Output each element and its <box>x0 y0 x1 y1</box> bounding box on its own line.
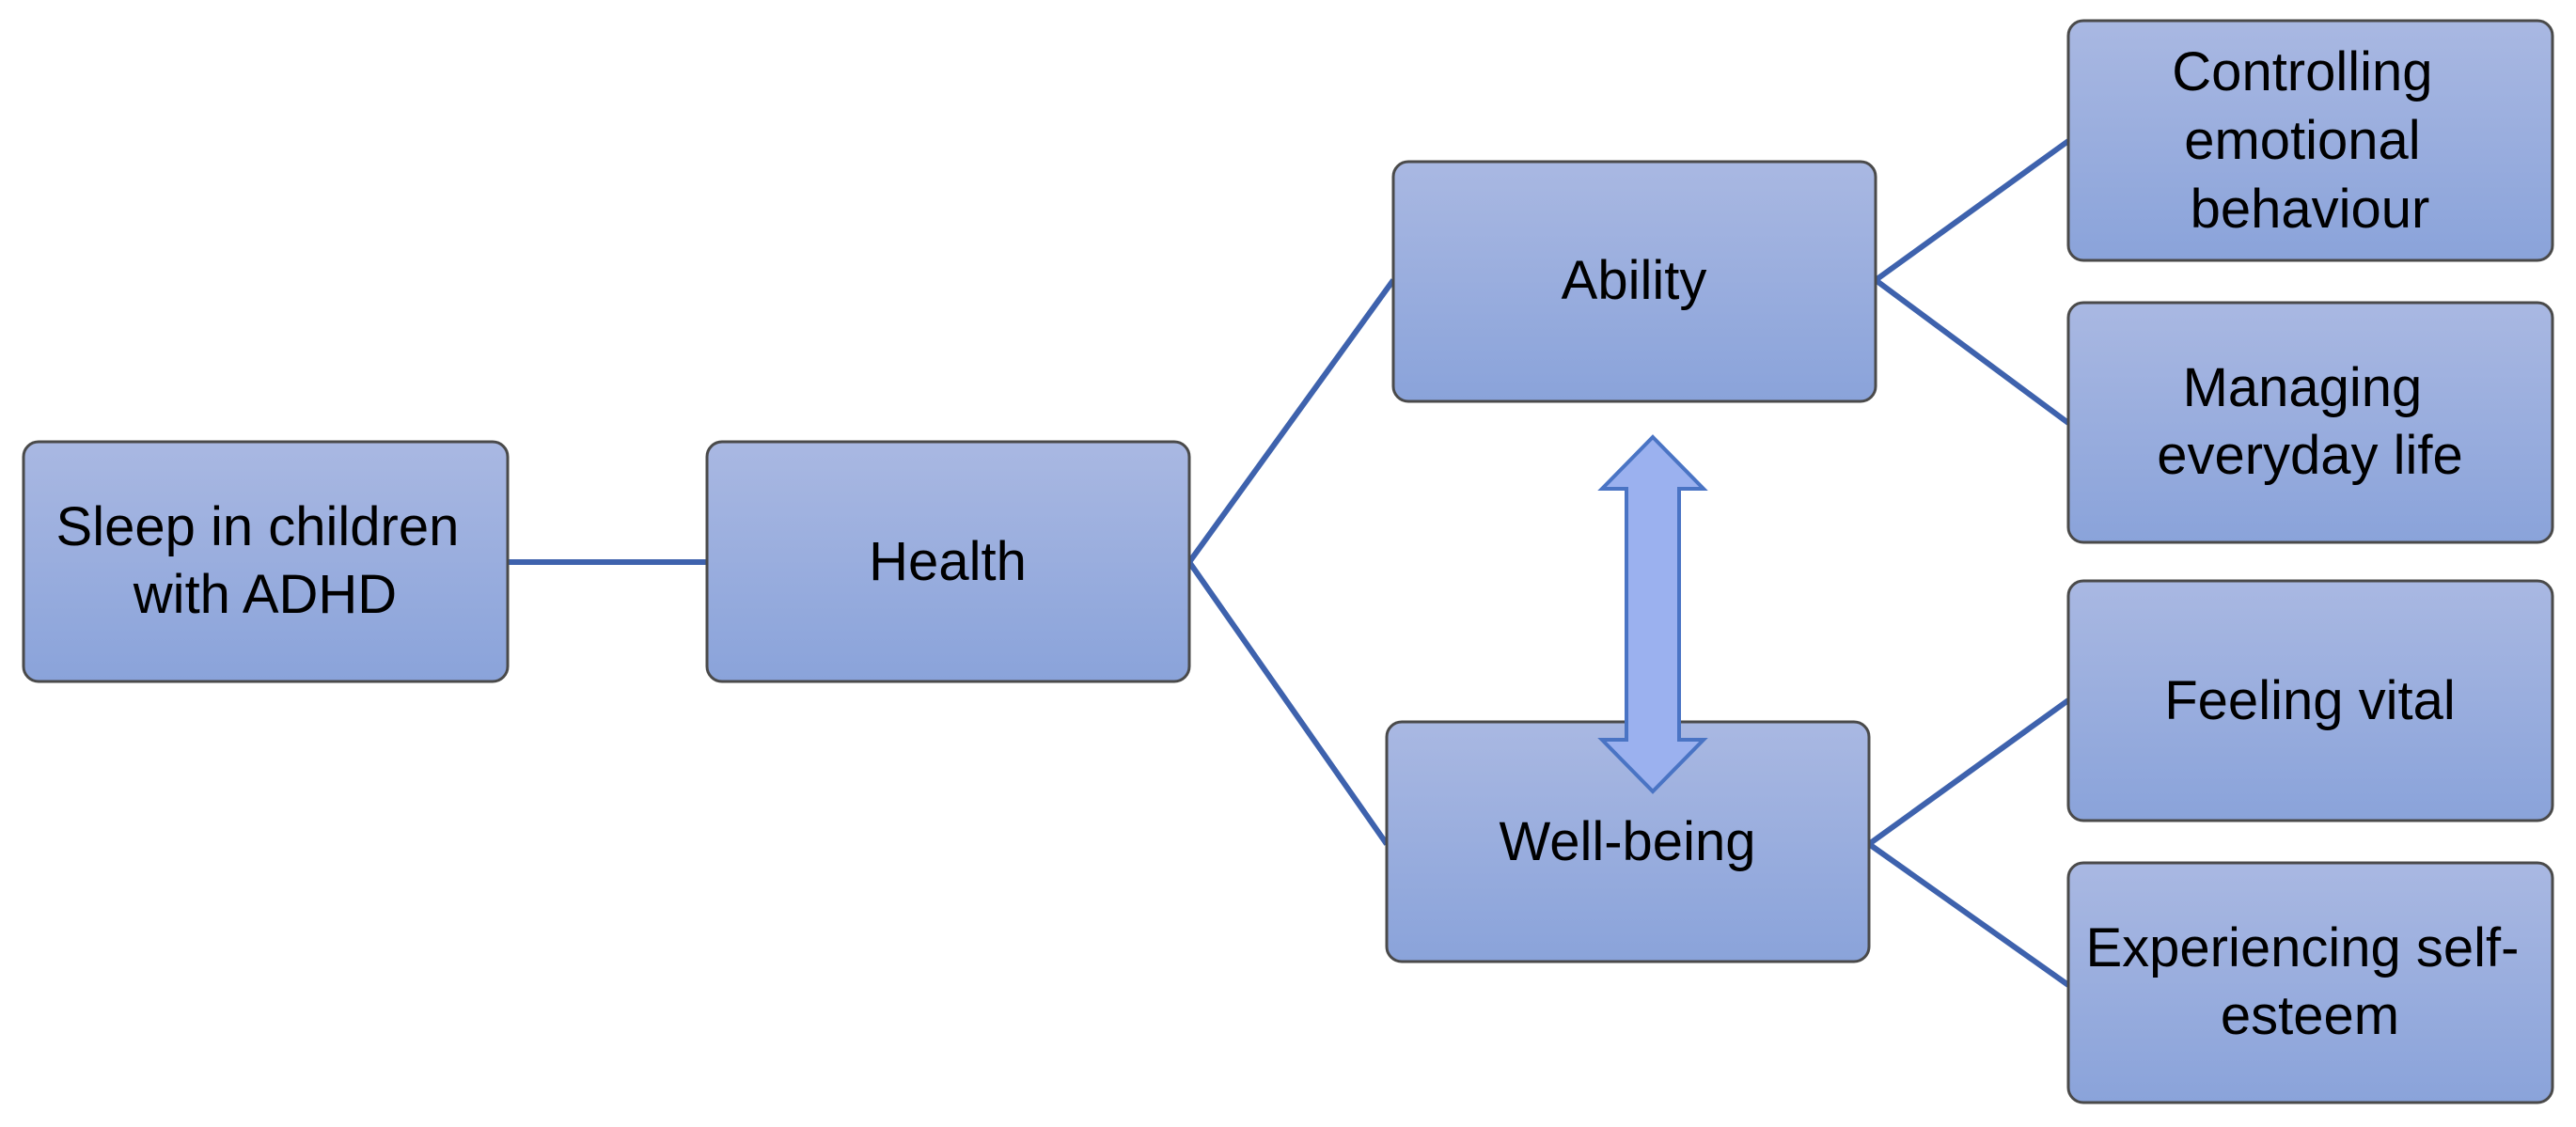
edge-health-wellbeing <box>1186 560 1390 846</box>
node-ability-box <box>1391 160 1877 403</box>
node-wellbeing: Well-being <box>1385 720 1871 963</box>
double-arrow-icon <box>1597 434 1708 794</box>
node-selfesteem-label: Experiencing self- esteem <box>2085 917 2534 1046</box>
node-everyday-label: Managing everyday life <box>2157 357 2463 486</box>
node-sleep: Sleep in children with ADHD <box>22 440 510 683</box>
node-everyday-box <box>2066 301 2554 544</box>
edge-wellbeing-selfesteem <box>1867 841 2070 988</box>
node-vital: Feeling vital <box>2066 579 2554 822</box>
edge-wellbeing-vital <box>1867 697 2070 847</box>
node-wellbeing-label: Well-being <box>1500 811 1756 872</box>
edge-ability-everyday <box>1874 277 2070 426</box>
node-sleep-box <box>22 440 510 683</box>
node-health: Health <box>705 440 1191 683</box>
node-emotional-box <box>2066 19 2554 262</box>
node-vital-box <box>2066 579 2554 822</box>
node-health-box <box>705 440 1191 683</box>
edge-health-ability <box>1186 278 1396 564</box>
node-health-label: Health <box>869 531 1027 592</box>
node-vital-label: Feeling vital <box>2164 670 2455 731</box>
node-selfesteem-box <box>2066 861 2554 1104</box>
node-ability: Ability <box>1391 160 1877 403</box>
node-emotional: Controlling emotional behaviour <box>2066 19 2554 262</box>
node-selfesteem: Experiencing self- esteem <box>2066 861 2554 1104</box>
edge-ability-emotional <box>1874 138 2070 283</box>
node-emotional-label: Controlling emotional behaviour <box>2172 41 2447 240</box>
node-ability-label: Ability <box>1562 250 1707 311</box>
connectors <box>508 138 2070 988</box>
node-sleep-label: Sleep in children with ADHD <box>56 496 475 625</box>
node-everyday: Managing everyday life <box>2066 301 2554 544</box>
